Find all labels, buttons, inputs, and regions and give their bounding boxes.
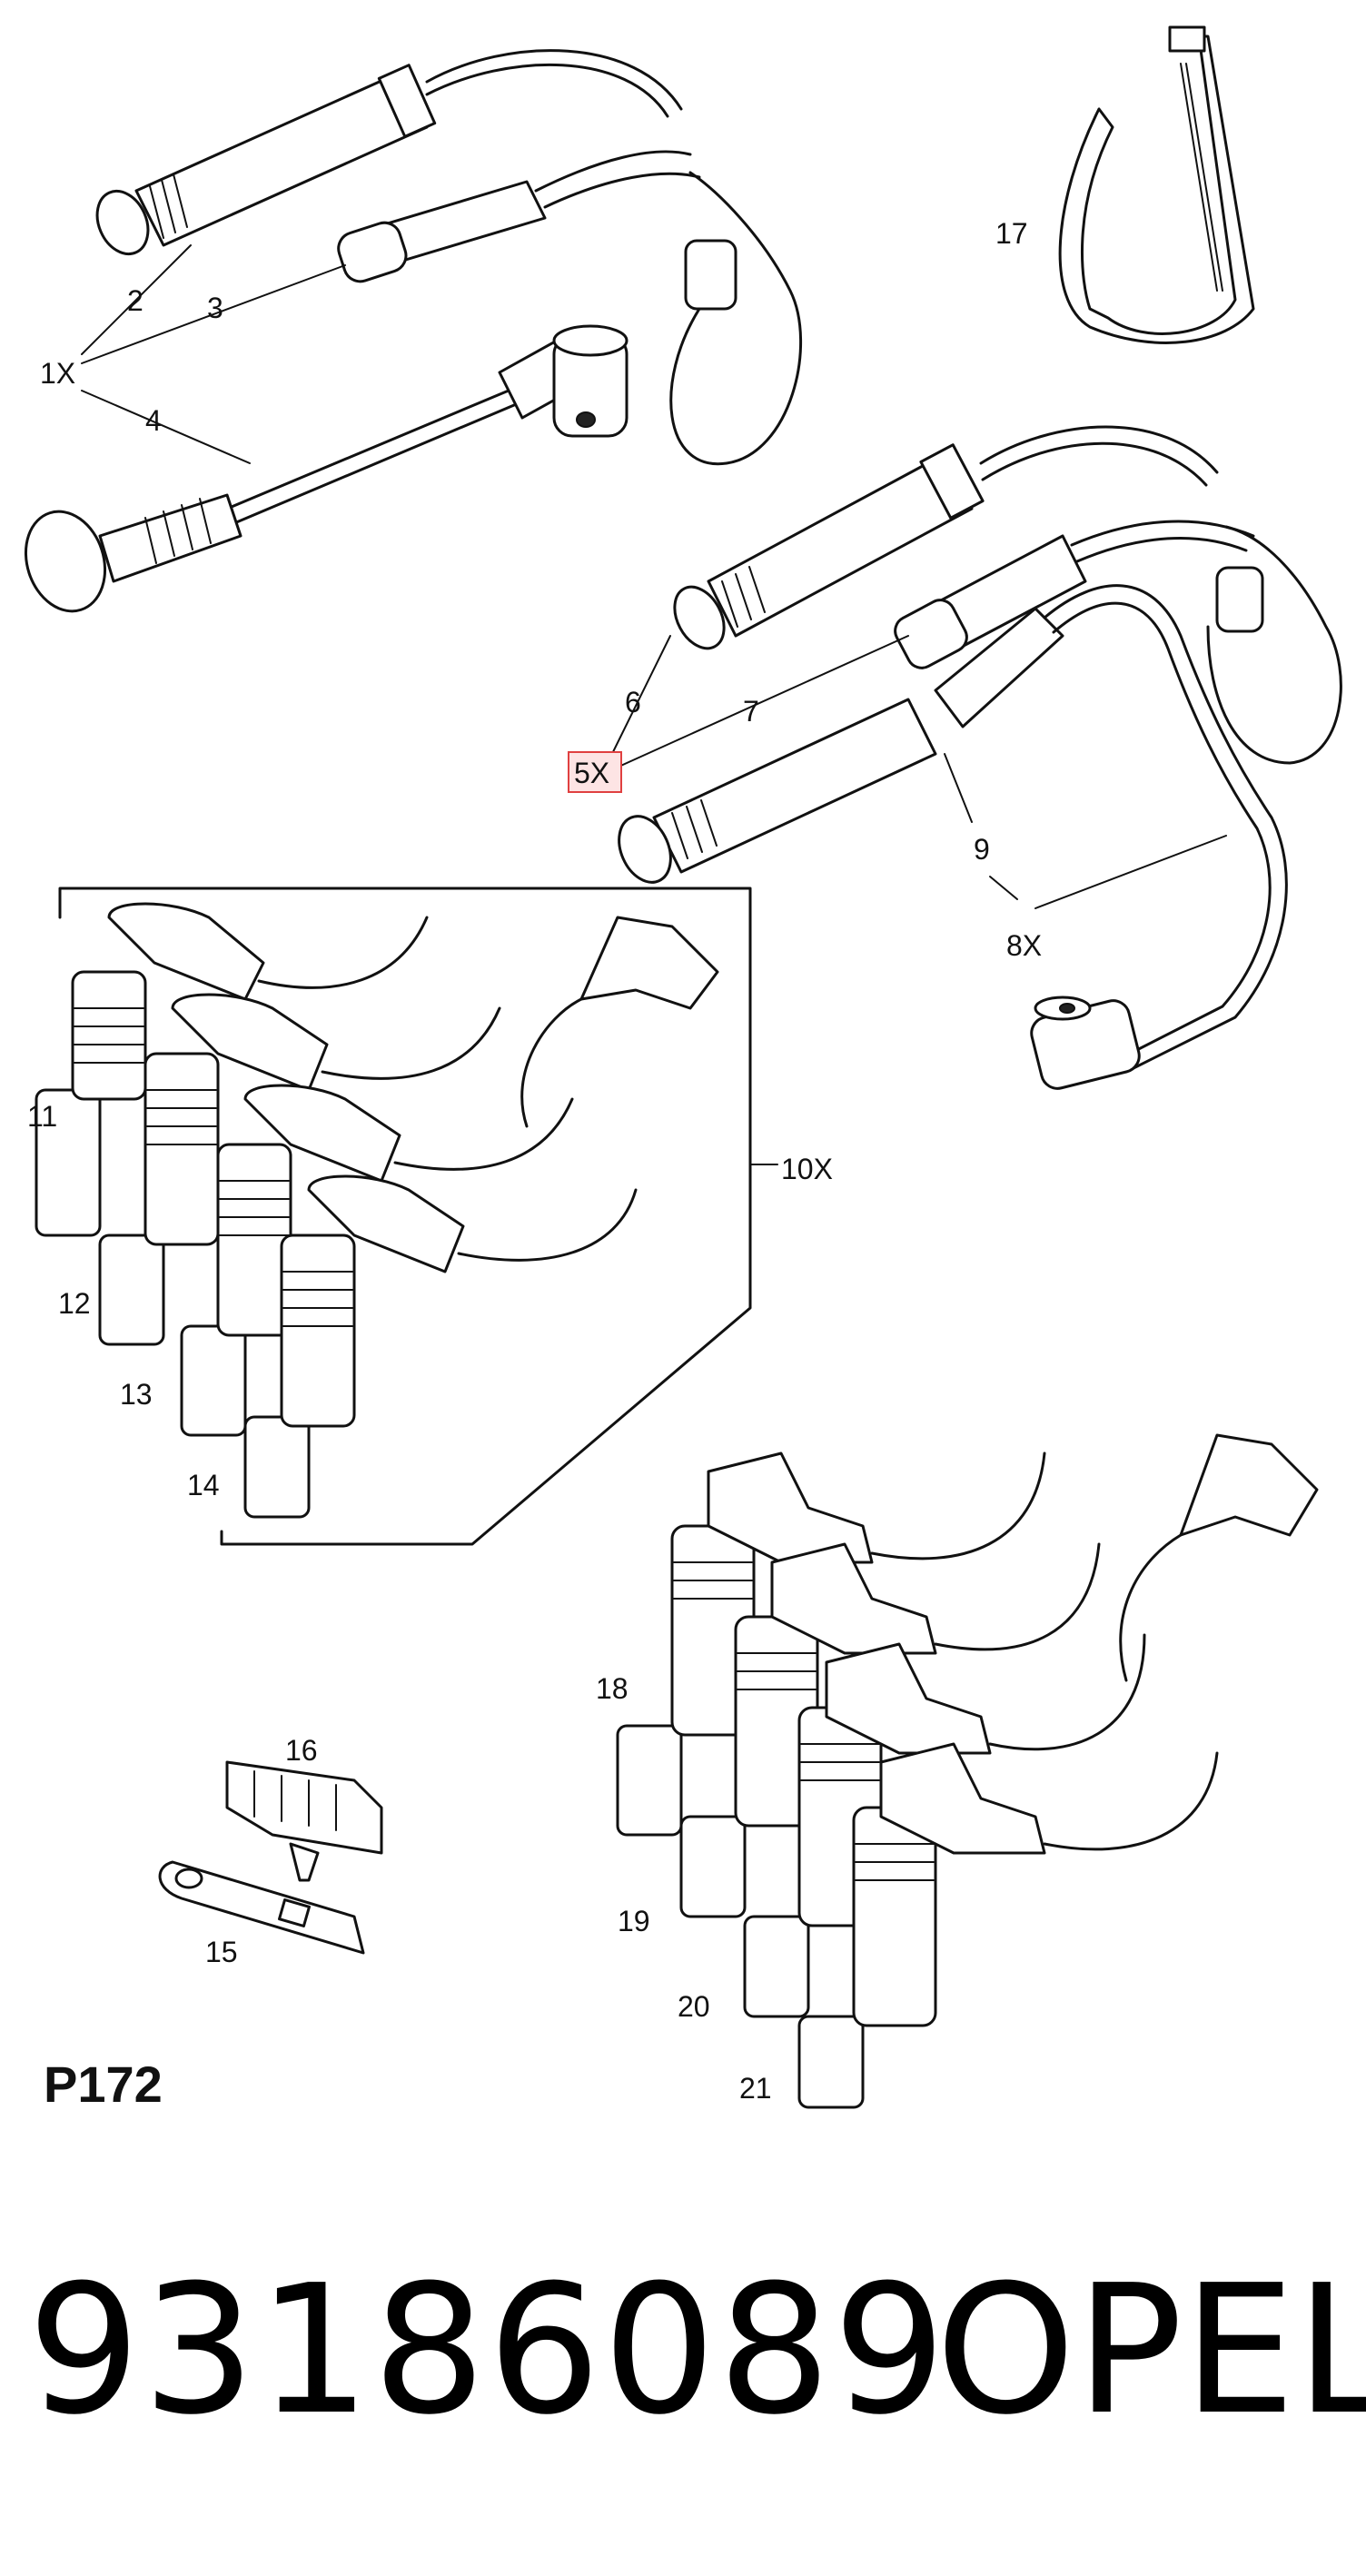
ignition-lead-set-5x — [568, 425, 1342, 1090]
clip-16 — [225, 1760, 383, 1882]
callout-18: 18 — [596, 1672, 629, 1705]
ignition-lead-set-1x — [24, 49, 802, 613]
lead-set-18-21 — [616, 1433, 1319, 2109]
callout-16: 16 — [285, 1734, 318, 1767]
lead-11 — [35, 902, 429, 1237]
leader-7 — [606, 635, 909, 773]
cable-tie-17 — [1058, 25, 1255, 344]
brand-name: OPEL — [935, 2247, 1366, 2454]
leader-9b — [989, 876, 1018, 900]
lead-7 — [894, 520, 1255, 669]
lead-20 — [743, 1633, 1146, 2018]
lead-21 — [797, 1742, 1219, 2109]
lead-6-loop — [1206, 525, 1342, 765]
lead-2 — [95, 49, 683, 256]
callout-5x-highlight — [568, 751, 622, 793]
callout-3: 3 — [207, 292, 223, 324]
lead-3 — [337, 150, 701, 283]
lead-18 — [616, 1451, 1046, 1837]
callout-11: 11 — [27, 1100, 57, 1133]
leader-8x — [1034, 835, 1227, 909]
leader-4 — [81, 390, 251, 464]
callout-10x: 10X — [781, 1153, 833, 1185]
callout-17: 17 — [995, 217, 1028, 250]
lead-13 — [180, 1084, 574, 1437]
bracket-15 — [158, 1860, 365, 1955]
leader-2 — [81, 244, 192, 355]
leader-6 — [606, 635, 671, 766]
lead-kit-10x — [35, 887, 778, 1546]
callout-4: 4 — [145, 404, 162, 437]
lead-19 — [679, 1542, 1101, 1918]
callout-6: 6 — [625, 686, 641, 718]
callout-7: 7 — [743, 695, 759, 728]
callout-8x: 8X — [1006, 929, 1042, 962]
callout-1x: 1X — [40, 357, 75, 390]
exploded-parts-diagram: 1X 2 3 4 5X 6 7 8X 9 10X 11 12 13 14 15 … — [24, 25, 1342, 2109]
lead-12 — [98, 993, 501, 1346]
lead-4 — [24, 324, 629, 613]
leader-9 — [944, 753, 973, 823]
lead-14 — [243, 1174, 638, 1519]
callout-15: 15 — [205, 1936, 238, 1968]
lead-2-loop — [669, 171, 802, 466]
callout-19: 19 — [618, 1905, 650, 1937]
lead-9 — [618, 584, 1288, 1090]
lead-10x-cable — [520, 997, 583, 1128]
callout-9: 9 — [974, 833, 990, 866]
leader-3 — [81, 264, 346, 364]
callout-12: 12 — [58, 1287, 91, 1320]
callout-5x: 5X — [574, 757, 609, 789]
callout-13: 13 — [120, 1378, 153, 1411]
lead-18-21-cable — [1119, 1533, 1183, 1682]
kit-frame — [58, 887, 752, 1546]
part-number: 93186089 — [27, 2247, 948, 2454]
callout-2: 2 — [127, 284, 144, 317]
lead-6 — [673, 425, 1219, 650]
callout-20: 20 — [678, 1990, 710, 2023]
callout-14: 14 — [187, 1469, 220, 1501]
diagram-code: P172 — [44, 2056, 163, 2113]
callout-21: 21 — [739, 2072, 772, 2105]
